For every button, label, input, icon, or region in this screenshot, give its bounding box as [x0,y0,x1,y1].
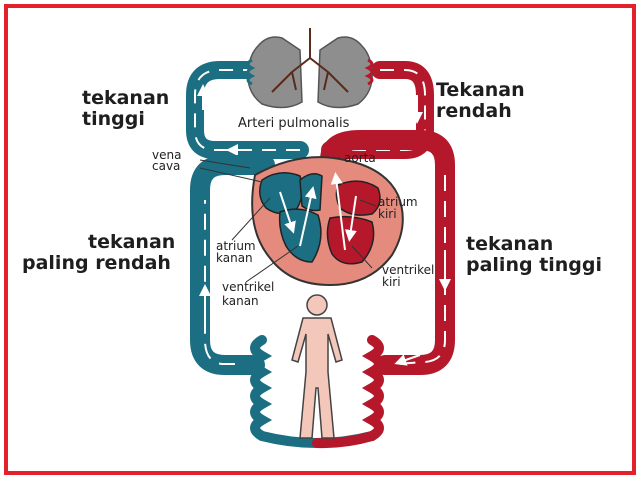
flow-arrow-icon [299,186,317,247]
label-arteri-pulmonalis: Arteri pulmonalis [236,116,352,131]
systemic-circuit [190,130,455,375]
human-figure-icon [291,294,343,439]
label-atrium-kanan: atrium kanan [216,239,256,265]
flow-arrow-icon [394,354,421,366]
label-aorta: aorta [344,151,376,165]
leader-lines [199,157,377,283]
label-vena-cava: vena cava [152,148,182,173]
flow-arrow-icon [330,172,346,251]
left-ventricle-chamber [326,215,375,265]
label-atrium-kiri: atrium kiri [378,195,418,221]
label-tekanan-paling-tinggi: tekanan paling tinggi [466,233,603,276]
label-ventrikel-kiri: ventrikel kiri [382,263,435,289]
flow-arrow-icon [279,191,296,234]
heart-icon [251,156,404,287]
left-atrium-chamber [335,180,381,216]
label-tekanan-tinggi: tekanan tinggi [82,87,170,130]
label-tekanan-paling-rendah: tekanan paling rendah [22,231,176,274]
pulmonary-artery-vessel [186,61,309,159]
label-tekanan-rendah: Tekanan rendah [436,79,525,122]
vena-cava-vessel [190,155,275,375]
flow-arrow-icon [344,195,357,242]
lungs-icon [246,28,374,109]
label-ventrikel-kanan: ventrikel kanan [222,280,275,308]
aorta-vessel [320,130,455,375]
capillary-bed-icon [250,335,384,449]
